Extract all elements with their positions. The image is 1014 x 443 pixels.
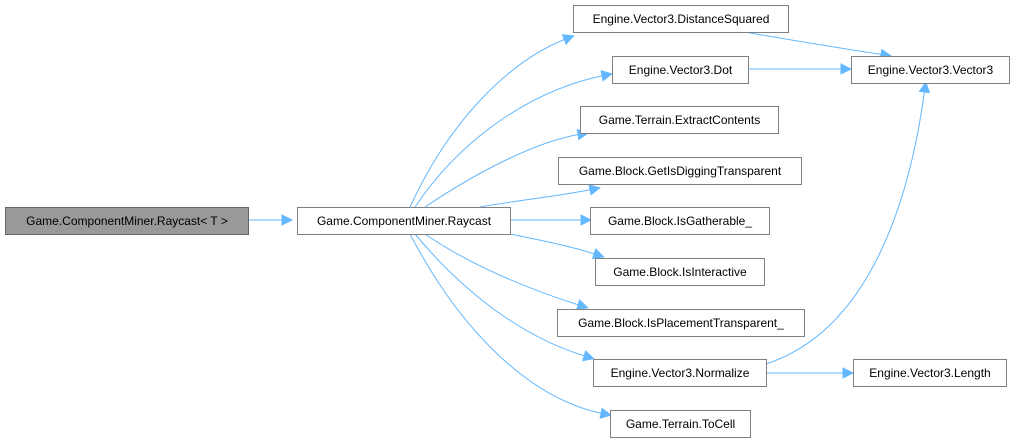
edge-line bbox=[409, 37, 569, 208]
edge-raycast-to-gather bbox=[510, 214, 593, 226]
arrowhead-icon bbox=[575, 299, 589, 311]
node-box[interactable] bbox=[590, 207, 770, 235]
node-distsq[interactable]: Engine.Vector3.DistanceSquared bbox=[573, 5, 789, 33]
edge-line bbox=[509, 233, 599, 256]
node-label: Engine.Vector3.Vector3 bbox=[868, 63, 994, 77]
node-box[interactable] bbox=[851, 56, 1010, 84]
node-box[interactable] bbox=[610, 410, 751, 438]
node-label: Game.Terrain.ExtractContents bbox=[599, 113, 760, 127]
arrowhead-icon bbox=[600, 70, 613, 82]
edge-raycast-to-getdig bbox=[479, 184, 601, 208]
node-normalize[interactable]: Engine.Vector3.Normalize bbox=[593, 359, 767, 387]
edge-dot-to-vector3 bbox=[748, 63, 853, 75]
node-label: Game.ComponentMiner.Raycast< T > bbox=[26, 214, 228, 228]
edge-normalize-to-length bbox=[766, 367, 855, 379]
edge-line bbox=[479, 188, 595, 208]
edge-raycast_t-to-raycast bbox=[248, 214, 294, 226]
arrowhead-icon bbox=[842, 367, 855, 379]
arrowhead-icon bbox=[588, 184, 601, 196]
arrowhead-icon bbox=[840, 63, 853, 75]
node-box[interactable] bbox=[580, 106, 779, 134]
node-extract[interactable]: Game.Terrain.ExtractContents bbox=[580, 106, 779, 134]
node-placement[interactable]: Game.Block.IsPlacementTransparent_ bbox=[557, 309, 805, 337]
arrowhead-icon bbox=[591, 248, 605, 260]
edge-normalize-to-vector3 bbox=[765, 80, 931, 365]
arrowhead-icon bbox=[582, 350, 595, 362]
node-vector3[interactable]: Engine.Vector3.Vector3 bbox=[851, 56, 1010, 84]
node-raycast[interactable]: Game.ComponentMiner.Raycast bbox=[297, 207, 511, 235]
node-box[interactable] bbox=[297, 207, 511, 235]
arrowhead-icon bbox=[918, 80, 931, 94]
node-tocell[interactable]: Game.Terrain.ToCell bbox=[610, 410, 751, 438]
edge-raycast-to-distsq bbox=[409, 34, 575, 208]
node-label: Game.Block.IsInteractive bbox=[613, 265, 747, 279]
edge-raycast-to-normalize bbox=[414, 233, 595, 362]
node-box[interactable] bbox=[593, 359, 767, 387]
arrowhead-icon bbox=[580, 214, 593, 226]
node-label: Engine.Vector3.DistanceSquared bbox=[593, 12, 770, 26]
node-raycast_t[interactable]: Game.ComponentMiner.Raycast< T > bbox=[5, 207, 249, 235]
edge-raycast-to-interactive bbox=[509, 233, 605, 260]
node-box[interactable] bbox=[573, 5, 789, 33]
edge-line bbox=[414, 74, 607, 208]
edge-raycast-to-tocell bbox=[409, 233, 612, 419]
edge-line bbox=[409, 233, 606, 415]
node-label: Engine.Vector3.Length bbox=[869, 366, 990, 380]
node-length[interactable]: Engine.Vector3.Length bbox=[853, 359, 1007, 387]
node-box[interactable] bbox=[612, 56, 749, 84]
node-box[interactable] bbox=[557, 309, 805, 337]
nodes-layer: Game.ComponentMiner.Raycast< T > Game.Com… bbox=[5, 5, 1010, 438]
node-label: Game.Block.IsGatherable_ bbox=[608, 214, 752, 228]
edge-line bbox=[424, 233, 583, 307]
arrowhead-icon bbox=[599, 407, 612, 419]
node-label: Game.Block.IsPlacementTransparent_ bbox=[578, 316, 784, 330]
edge-raycast-to-placement bbox=[424, 233, 589, 311]
node-box[interactable] bbox=[853, 359, 1007, 387]
node-label: Game.Block.GetIsDiggingTransparent bbox=[579, 164, 782, 178]
node-box[interactable] bbox=[5, 207, 249, 235]
node-label: Engine.Vector3.Normalize bbox=[611, 366, 750, 380]
node-label: Engine.Vector3.Dot bbox=[629, 63, 733, 77]
edge-line bbox=[414, 233, 589, 358]
node-dot[interactable]: Engine.Vector3.Dot bbox=[612, 56, 749, 84]
node-getdig[interactable]: Game.Block.GetIsDiggingTransparent bbox=[558, 157, 802, 185]
arrowhead-icon bbox=[561, 34, 575, 46]
edge-line bbox=[744, 31, 886, 56]
arrowhead-icon bbox=[281, 214, 294, 226]
edge-distsq-to-vector3 bbox=[744, 31, 893, 61]
node-box[interactable] bbox=[595, 258, 765, 286]
edge-raycast-to-dot bbox=[414, 70, 613, 208]
node-box[interactable] bbox=[558, 157, 802, 185]
node-label: Game.ComponentMiner.Raycast bbox=[317, 214, 492, 228]
edge-line bbox=[424, 133, 583, 208]
node-label: Game.Terrain.ToCell bbox=[626, 417, 735, 431]
node-gather[interactable]: Game.Block.IsGatherable_ bbox=[590, 207, 770, 235]
edge-line bbox=[765, 87, 926, 365]
node-interactive[interactable]: Game.Block.IsInteractive bbox=[595, 258, 765, 286]
